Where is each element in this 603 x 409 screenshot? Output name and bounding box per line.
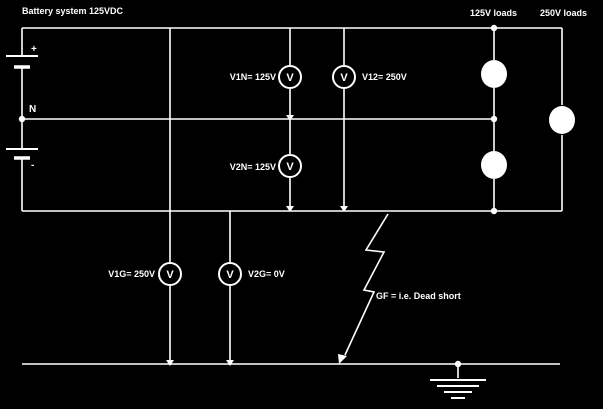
meter-v1n-symbol: V	[286, 72, 294, 84]
meter-v1g-symbol: V	[166, 269, 174, 281]
meter-v1n: V	[278, 65, 302, 89]
load-125v-upper	[481, 60, 507, 88]
battery-cells	[6, 55, 38, 160]
battery-plus-sign: +	[31, 44, 37, 55]
meter-v2g-label: V2G= 0V	[248, 269, 285, 279]
meter-v2g-symbol: V	[226, 269, 234, 281]
ground-icon	[430, 379, 486, 399]
battery-minus-sign: -	[31, 160, 34, 171]
load-125v-label: 125V loads	[470, 8, 517, 18]
load-125v-lower	[481, 151, 507, 179]
battery-neutral-label: N	[29, 104, 36, 115]
fault-label: GF = i.e. Dead short	[376, 291, 461, 301]
wires	[21, 27, 563, 378]
meter-v2n: V	[278, 154, 302, 178]
connection-marks	[18, 24, 498, 368]
meter-v2n-label: V2N= 125V	[230, 162, 276, 172]
meter-v2g: V	[218, 262, 242, 286]
meter-v12-symbol: V	[340, 72, 348, 84]
load-250v-label: 250V loads	[540, 8, 587, 18]
meter-v1g: V	[158, 262, 182, 286]
meter-v1g-label: V1G= 250V	[108, 269, 155, 279]
meter-v12-label: V12= 250V	[362, 72, 407, 82]
loads	[481, 60, 575, 179]
meter-v12: V	[332, 65, 356, 89]
meter-v2n-symbol: V	[286, 161, 294, 173]
diagram-title: Battery system 125VDC	[22, 6, 124, 16]
load-250v	[549, 106, 575, 134]
meter-v1n-label: V1N= 125V	[230, 72, 276, 82]
